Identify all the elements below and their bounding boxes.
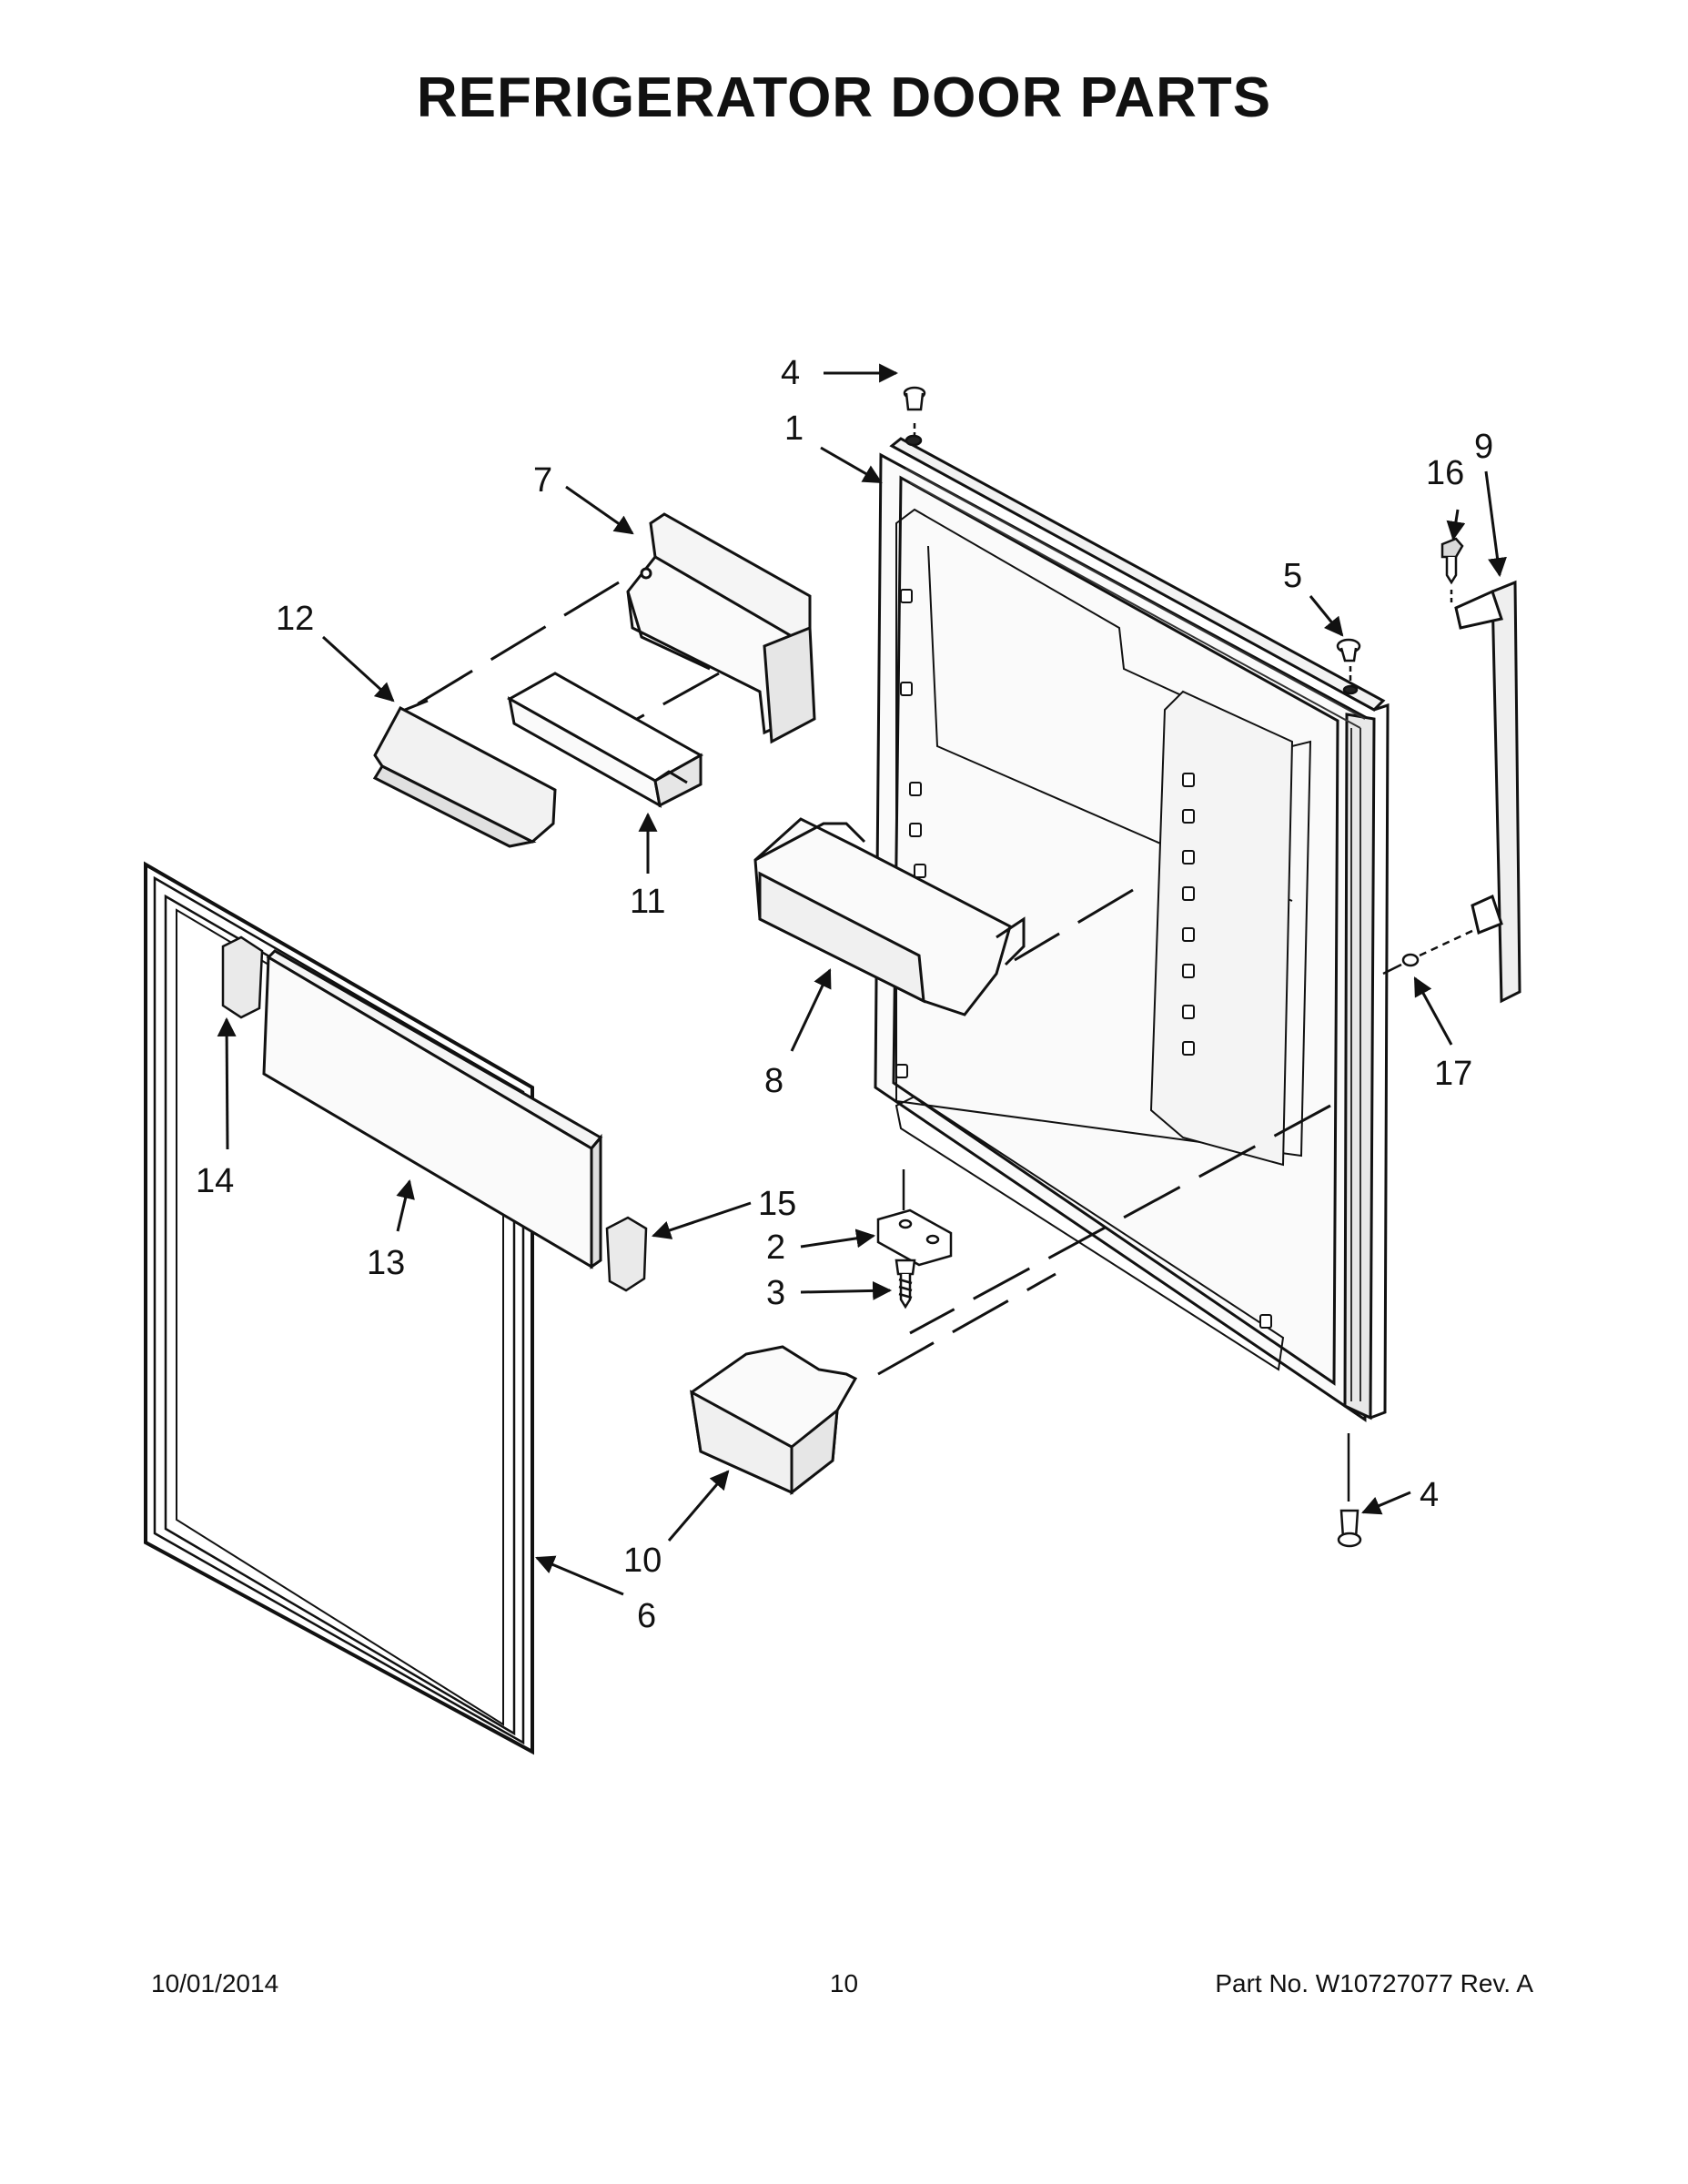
callout-5: 5	[1283, 557, 1302, 595]
callout-4-top: 4	[781, 354, 800, 392]
footer-page-number: 10	[829, 1969, 859, 1997]
callout-3: 3	[766, 1274, 785, 1312]
arrow-5	[1309, 595, 1344, 637]
end-cap-right-part	[605, 1216, 648, 1292]
callout-1: 1	[784, 410, 804, 448]
callout-13: 13	[367, 1244, 405, 1282]
door-bin-lower-part	[690, 1345, 858, 1496]
hinge-part	[876, 1169, 953, 1267]
plug-right-part	[1336, 638, 1361, 695]
screw-part	[895, 1259, 916, 1309]
arrow-9	[1484, 470, 1507, 578]
door-liner-part	[874, 437, 1390, 1422]
footer-part-number: Part No. W10727077 Rev. A	[1215, 1969, 1533, 1997]
arrow-7	[565, 485, 634, 535]
handle-screw-part	[1440, 537, 1464, 602]
arrow-16	[1446, 509, 1466, 541]
arrow-1	[820, 446, 883, 484]
dairy-housing-part	[626, 512, 816, 744]
callout-10: 10	[623, 1542, 662, 1580]
arrow-10	[667, 1470, 730, 1542]
callout-4-bottom: 4	[1420, 1476, 1439, 1514]
callout-labels: 4 1 7 12 11 8 5 16 9 17 14 13 15 2 3 4 1…	[196, 354, 1493, 1635]
plug-bottom-part	[1337, 1433, 1362, 1548]
callout-9: 9	[1474, 428, 1493, 466]
page-title: REFRIGERATOR DOOR PARTS	[416, 66, 1272, 129]
end-cap-left-part	[221, 935, 264, 1019]
callout-6: 6	[637, 1597, 656, 1635]
dairy-bin-part	[506, 672, 704, 808]
callout-17: 17	[1434, 1055, 1472, 1093]
door-gasket-track	[905, 468, 1366, 1401]
callout-16: 16	[1426, 454, 1464, 492]
alignment-lines	[399, 581, 1331, 1376]
arrow-6	[535, 1555, 624, 1596]
dairy-door-part	[372, 699, 557, 848]
shelf-trim-part	[262, 949, 603, 1269]
callout-12: 12	[276, 600, 314, 638]
door-handle-part	[1454, 580, 1521, 1004]
arrow-15	[652, 1201, 752, 1239]
callout-2: 2	[766, 1228, 785, 1267]
callout-arrows	[217, 363, 1507, 1596]
arrow-17	[1413, 976, 1453, 1046]
callout-15: 15	[758, 1185, 796, 1223]
plug-top-part	[903, 386, 926, 447]
arrow-8	[790, 968, 832, 1052]
callout-7: 7	[533, 461, 552, 500]
arrow-2	[800, 1228, 876, 1249]
arrow-13	[396, 1178, 415, 1232]
callout-11: 11	[630, 883, 665, 921]
side-plug-part	[1382, 928, 1475, 976]
door-liner-pegs	[895, 589, 1272, 1329]
door-bin-upper-part	[753, 817, 1026, 1016]
footer-date: 10/01/2014	[151, 1969, 279, 1997]
arrow-3	[800, 1280, 893, 1300]
arrow-12	[321, 635, 395, 703]
arrow-4-bottom	[1361, 1491, 1411, 1515]
callout-14: 14	[196, 1162, 234, 1200]
callout-8: 8	[764, 1062, 783, 1100]
